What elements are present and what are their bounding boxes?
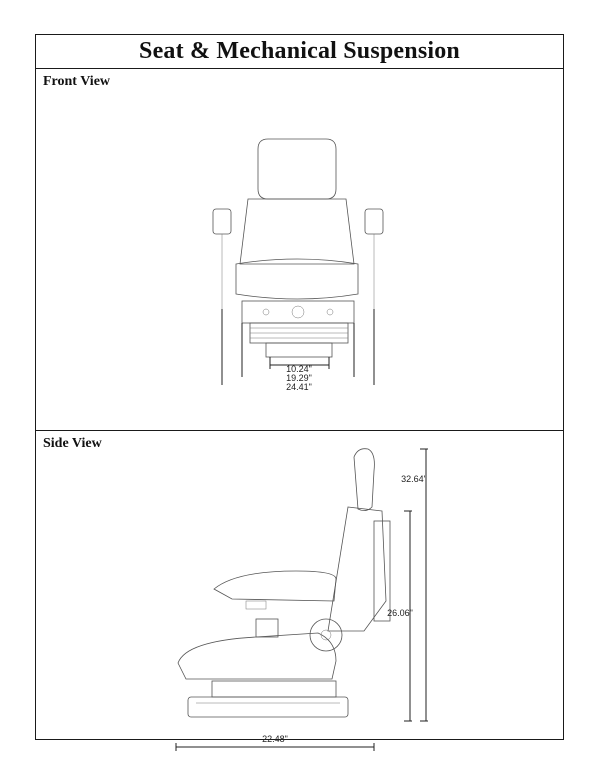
front-view-label: Front View (43, 74, 111, 89)
page-title: Seat & Mechanical Suspension (139, 38, 460, 64)
side-dim-back-height: 26.06" (387, 608, 413, 618)
front-view-drawing: 10.24" 19.29" 24.41" (212, 138, 384, 392)
side-dim-depth: 22.48" (262, 734, 288, 744)
front-view-section: Front View (36, 69, 563, 431)
front-dim-width-2: 19.29" (286, 373, 312, 383)
title-row: Seat & Mechanical Suspension (36, 35, 563, 69)
side-view-drawing: 32.64" 26.06" 22.48" (175, 448, 428, 751)
front-dim-width-3: 24.41" (286, 382, 312, 392)
spec-sheet-frame: Seat & Mechanical Suspension Front View (35, 34, 564, 751)
front-dim-width-1: 10.24" (286, 364, 312, 374)
side-view-section: Side View (36, 431, 563, 751)
side-view-label: Side View (43, 436, 102, 451)
side-dim-overall-height: 32.64" (401, 474, 427, 484)
